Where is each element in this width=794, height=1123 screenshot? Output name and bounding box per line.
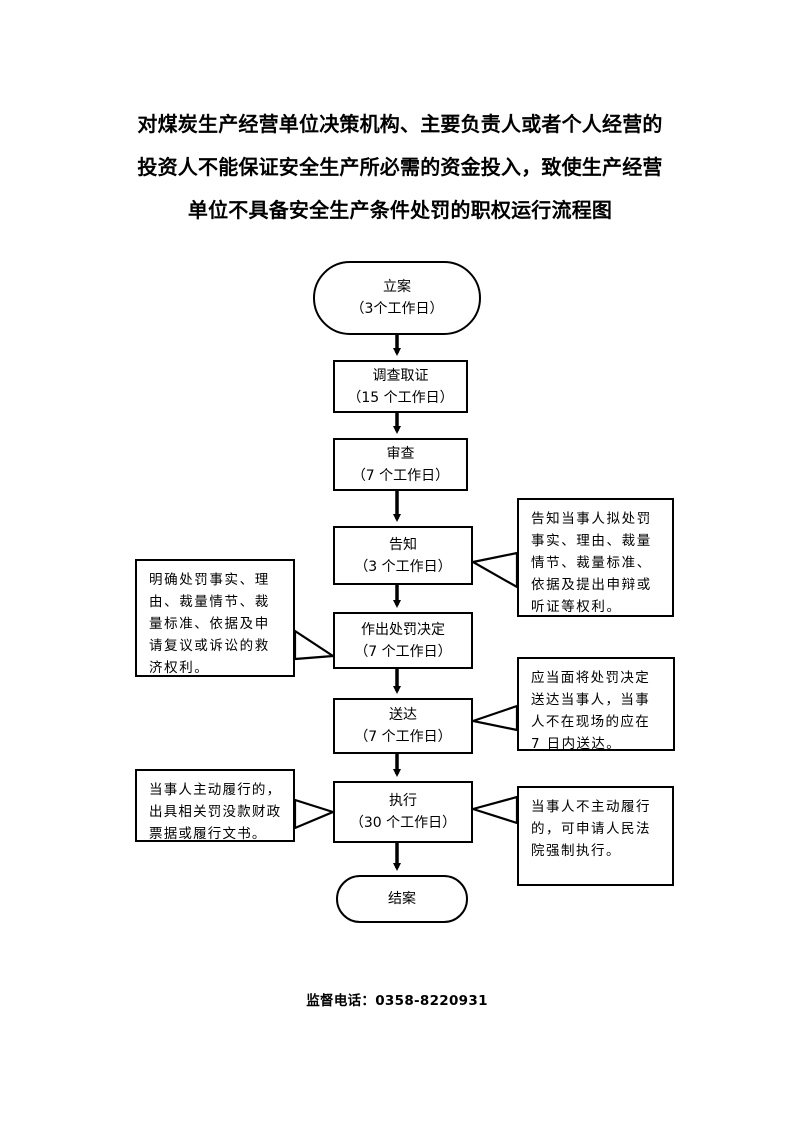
node-decide-duration: （7 个工作日）	[354, 643, 452, 660]
page-title-line-2: 投资人不能保证安全生产所必需的资金投入，致使生产经营	[137, 155, 663, 179]
node-register-label: 立案	[383, 279, 411, 295]
node-deliver: 送达 （7 个工作日）	[333, 698, 473, 754]
node-notify-label: 告知	[389, 536, 417, 553]
note-execute-right-text: 当事人不主动履行的，可申请人民法院强制执行。	[531, 799, 651, 859]
pointer-notify-note	[469, 551, 519, 589]
node-register-duration: （3个工作日）	[350, 301, 444, 317]
note-decide-text: 明确处罚事实、理由、裁量情节、裁量标准、依据及申请复议或诉讼的救济权利。	[149, 572, 270, 676]
supervision-phone: 监督电话：0358-8220931	[306, 993, 488, 1009]
note-deliver-text: 应当面将处罚决定送达当事人，当事人不在现场的应在 7 日内送达。	[531, 670, 651, 752]
node-execute-label: 执行	[389, 793, 417, 809]
pointer-decide-note	[293, 628, 337, 661]
node-review-duration: （7 个工作日）	[351, 467, 450, 484]
pointer-deliver-note	[468, 704, 519, 732]
note-decide: 明确处罚事实、理由、裁量情节、裁量标准、依据及申请复议或诉讼的救济权利。	[135, 559, 295, 677]
node-register: 立案 （3个工作日）	[313, 261, 481, 335]
pointer-execute-left-note	[293, 798, 337, 830]
node-deliver-duration: （7 个工作日）	[354, 729, 452, 745]
note-notify-text: 告知当事人拟处罚事实、理由、裁量情节、裁量标准、依据及提出申辩或听证等权利。	[531, 511, 652, 615]
page-title-line-3: 单位不具备安全生产条件处罚的职权运行流程图	[187, 198, 613, 222]
node-review-label: 审查	[386, 445, 415, 462]
node-execute-duration: （30 个工作日）	[349, 815, 457, 831]
node-decide-label: 作出处罚决定	[361, 621, 445, 638]
node-notify-duration: （3 个工作日）	[354, 558, 452, 575]
pointer-execute-right-note	[469, 795, 519, 825]
node-investigate-label: 调查取证	[372, 367, 429, 384]
node-notify: 告知 （3 个工作日）	[333, 526, 473, 585]
node-investigate-duration: （15 个工作日）	[347, 389, 454, 406]
note-execute-left: 当事人主动履行的，出具相关罚没款财政票据或履行文书。	[135, 769, 295, 842]
node-close-label: 结案	[388, 891, 416, 907]
node-execute: 执行 （30 个工作日）	[333, 781, 473, 843]
note-notify: 告知当事人拟处罚事实、理由、裁量情节、裁量标准、依据及提出申辩或听证等权利。	[517, 498, 674, 617]
page-title-line-1: 对煤炭生产经营单位决策机构、主要负责人或者个人经营的	[137, 112, 663, 136]
node-decide: 作出处罚决定 （7 个工作日）	[333, 612, 473, 669]
node-close: 结案	[336, 875, 468, 923]
node-investigate: 调查取证 （15 个工作日）	[333, 360, 468, 413]
node-deliver-label: 送达	[389, 707, 417, 723]
node-review: 审查 （7 个工作日）	[333, 438, 468, 491]
note-execute-left-text: 当事人主动履行的，出具相关罚没款财政票据或履行文书。	[149, 782, 282, 842]
note-execute-right: 当事人不主动履行的，可申请人民法院强制执行。	[517, 786, 674, 886]
note-deliver: 应当面将处罚决定送达当事人，当事人不在现场的应在 7 日内送达。	[517, 657, 675, 752]
